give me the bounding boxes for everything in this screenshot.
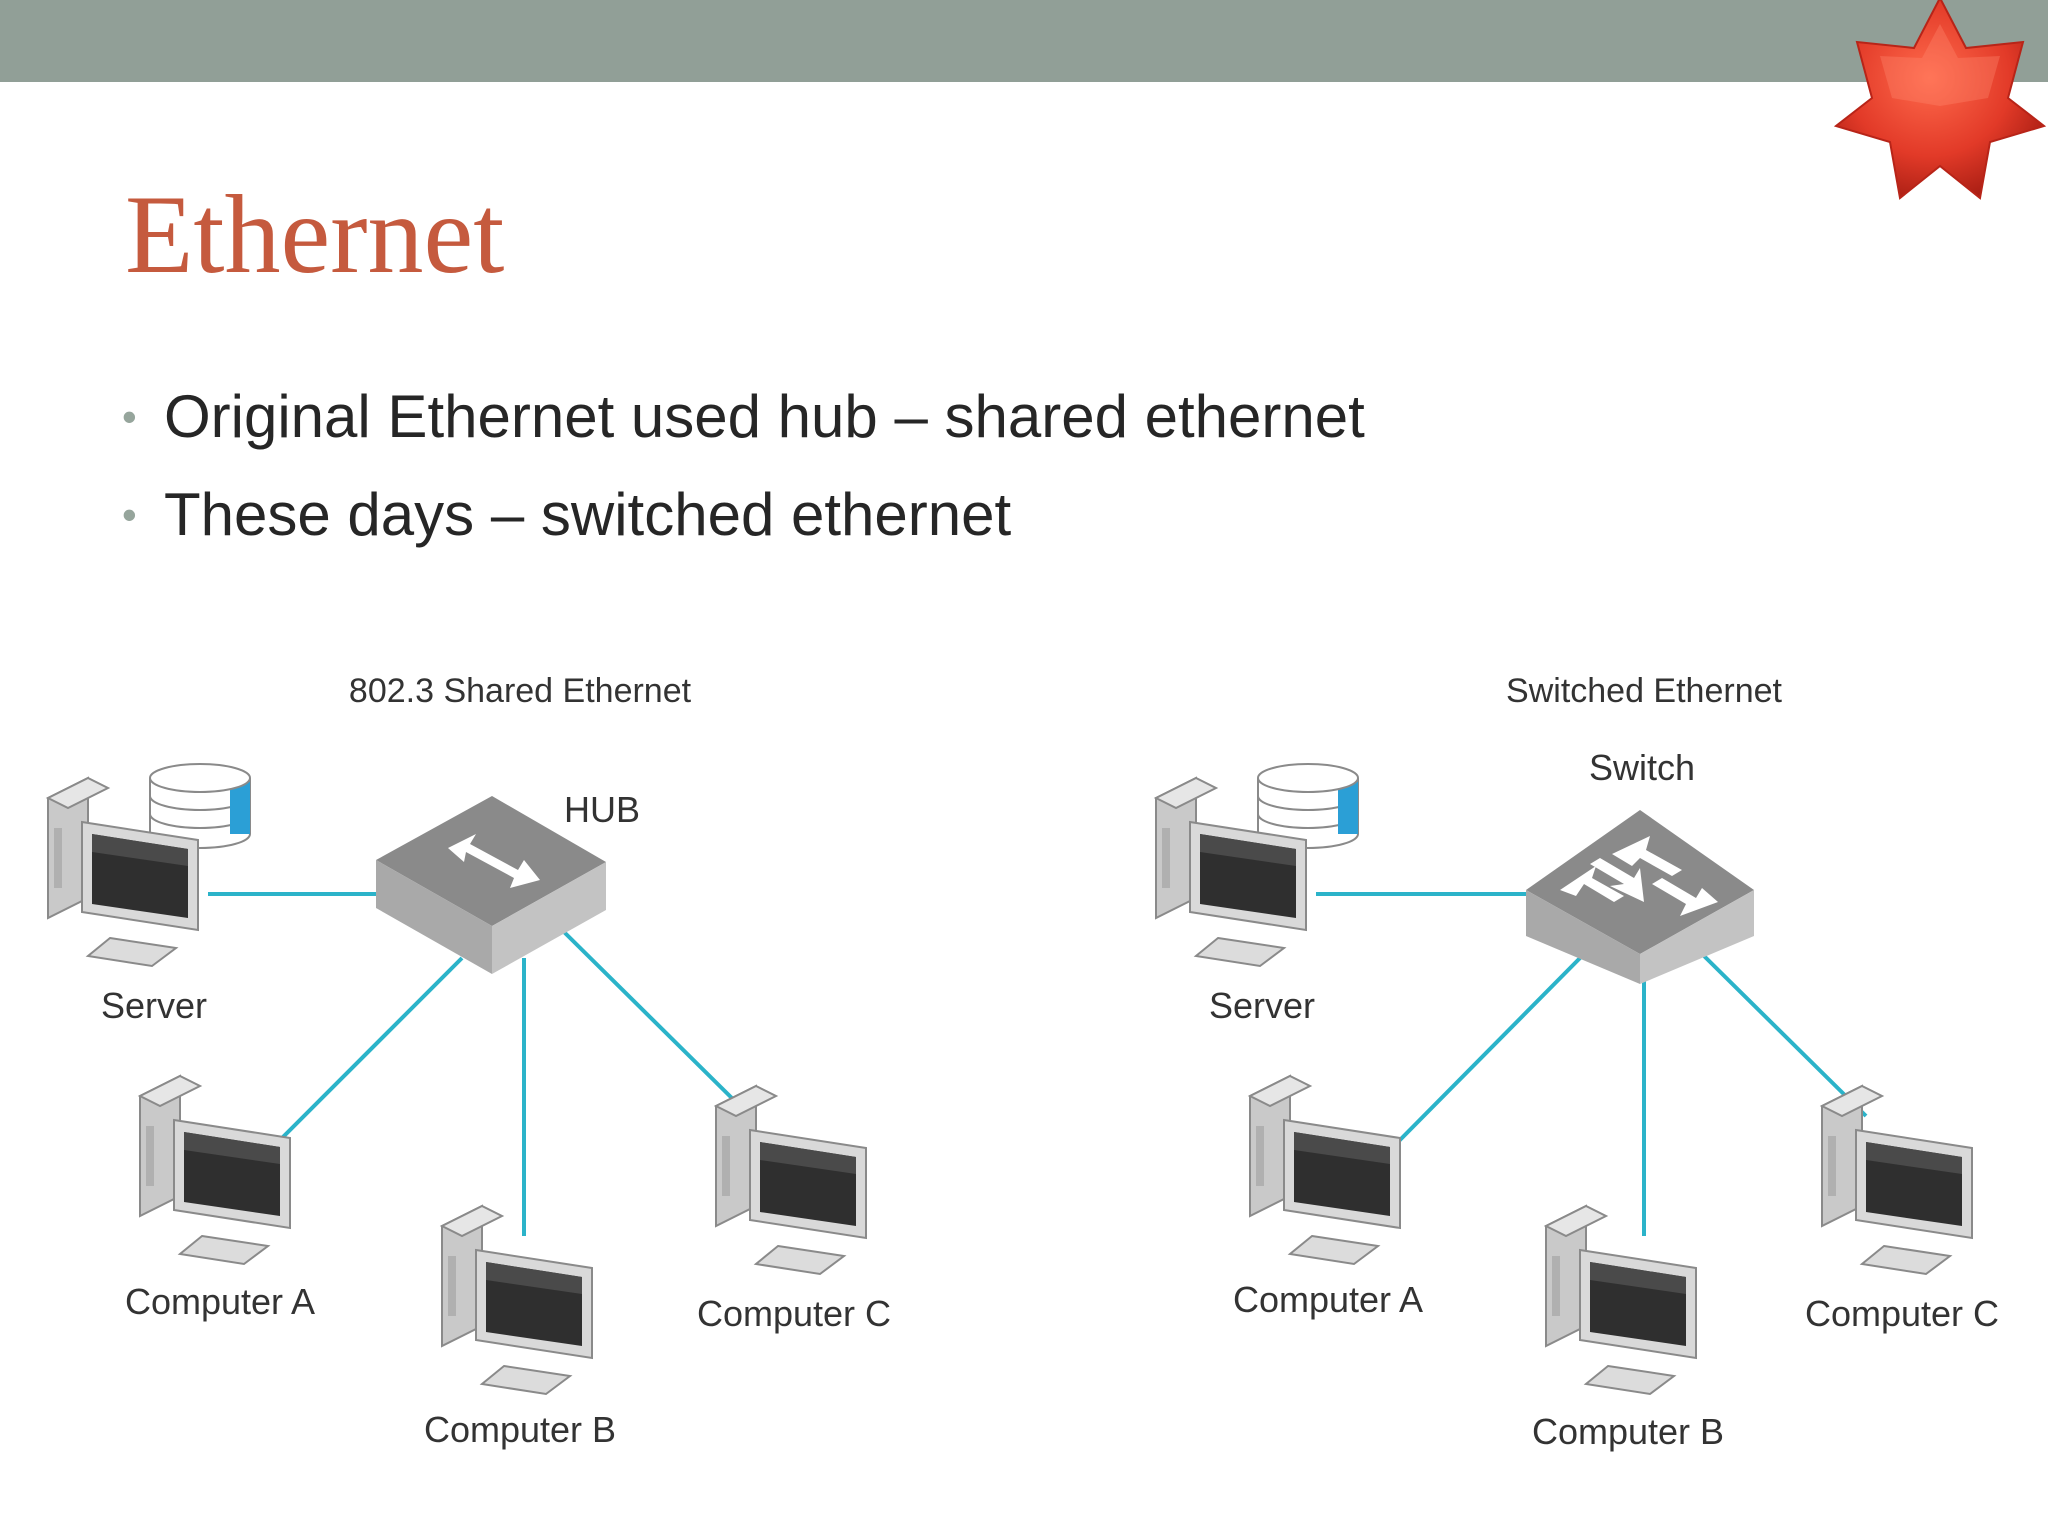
switched-ethernet-diagram: Switched Ethernet Switch Server Computer… <box>1155 672 1999 1452</box>
computer-b-label: Computer B <box>1532 1411 1724 1452</box>
computer-a-label: Computer A <box>1233 1279 1423 1320</box>
diagram-caption: Switched Ethernet <box>1506 672 1782 710</box>
bullet-item: • Original Ethernet used hub – shared et… <box>122 368 1365 466</box>
bullet-item: • These days – switched ethernet <box>122 466 1365 564</box>
bullet-list: • Original Ethernet used hub – shared et… <box>122 368 1365 564</box>
hub-icon <box>376 796 606 974</box>
server-icon <box>47 763 251 967</box>
server-icon <box>1155 763 1359 967</box>
link-line <box>1390 952 1586 1150</box>
computer-c-label: Computer C <box>697 1293 891 1334</box>
computer-b-icon <box>441 1205 593 1395</box>
network-diagrams: 802.3 Shared Ethernet HUB Server Compute… <box>47 672 1999 1452</box>
star-decoration-icon <box>1833 0 2047 200</box>
hub-label: HUB <box>564 789 640 830</box>
computer-c-icon <box>1821 1085 1973 1275</box>
bullet-text: Original Ethernet used hub – shared ethe… <box>164 383 1365 450</box>
bullet-text: These days – switched ethernet <box>164 481 1012 548</box>
switch-icon <box>1526 810 1754 984</box>
computer-a-icon <box>139 1075 291 1265</box>
computer-b-icon <box>1545 1205 1697 1395</box>
computer-a-label: Computer A <box>125 1281 315 1322</box>
computer-c-label: Computer C <box>1805 1293 1999 1334</box>
server-label: Server <box>1209 985 1315 1026</box>
link-line <box>274 956 464 1146</box>
slide-title: Ethernet <box>125 173 505 297</box>
bullet-dot-icon: • <box>122 393 137 440</box>
computer-b-label: Computer B <box>424 1409 616 1450</box>
header-band <box>0 0 2048 82</box>
link-line <box>560 928 752 1118</box>
link-line <box>1698 950 1868 1118</box>
diagram-caption: 802.3 Shared Ethernet <box>349 672 692 710</box>
computer-c-icon <box>715 1085 867 1275</box>
server-label: Server <box>101 985 207 1026</box>
bullet-dot-icon: • <box>122 491 137 538</box>
computer-a-icon <box>1249 1075 1401 1265</box>
shared-ethernet-diagram: 802.3 Shared Ethernet HUB Server Compute… <box>47 672 891 1450</box>
switch-label: Switch <box>1589 747 1695 788</box>
